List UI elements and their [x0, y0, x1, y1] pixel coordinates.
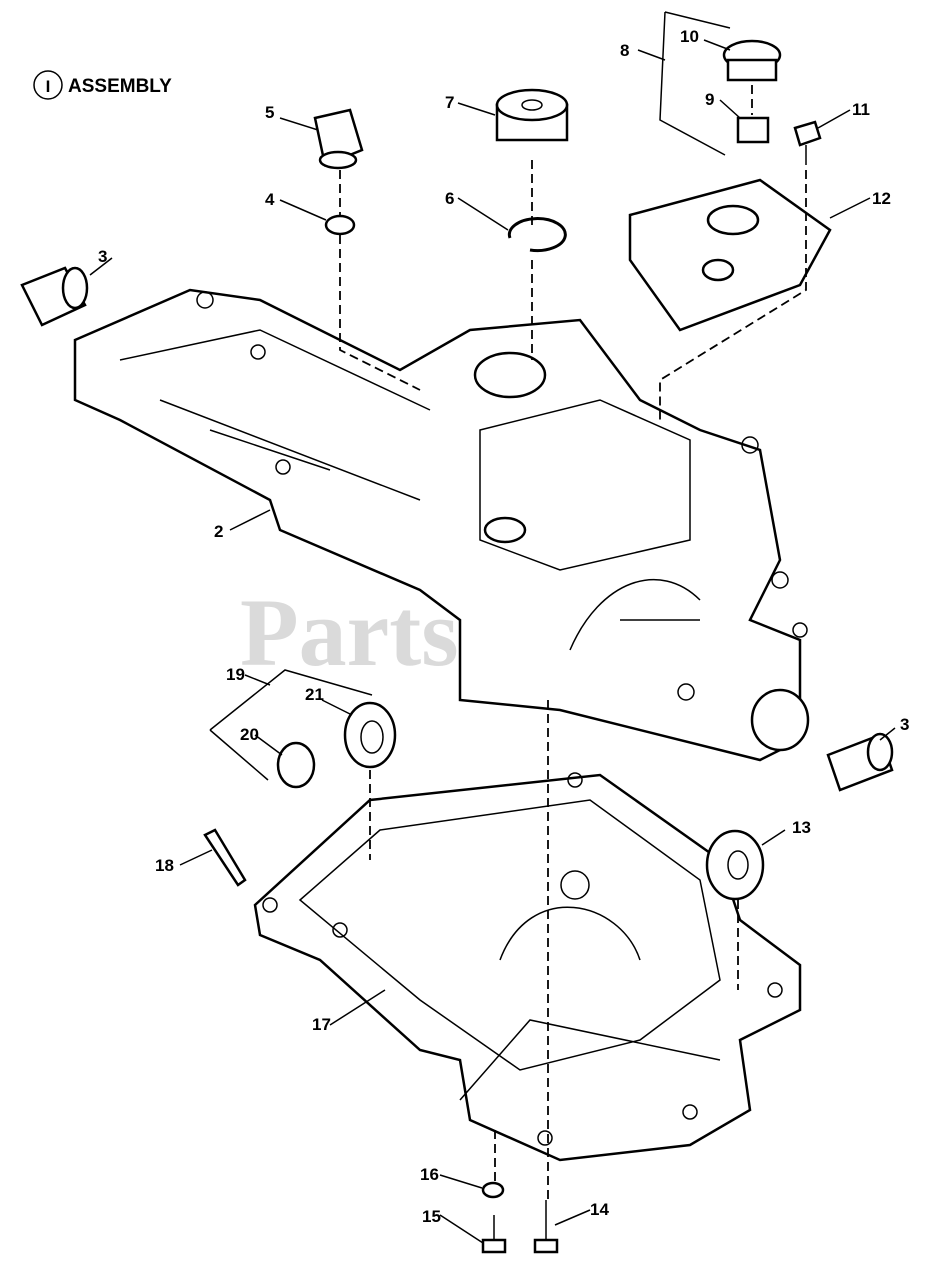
bushing-left: [20, 266, 89, 327]
seal-7: [495, 88, 569, 142]
callout-9: 9: [705, 90, 714, 109]
callout-13: 13: [792, 818, 811, 837]
callout-4: 4: [265, 190, 275, 209]
seal-13: [705, 829, 765, 901]
assembly-header: I ASSEMBLY: [33, 70, 172, 100]
callout-3-right: 3: [900, 715, 909, 734]
lower-housing: [253, 772, 802, 1162]
callout-7: 7: [445, 93, 454, 112]
callout-16: 16: [420, 1165, 439, 1184]
upper-housing: [73, 288, 810, 762]
assembly-title: ASSEMBLY: [68, 76, 172, 97]
callout-3-left: 3: [98, 247, 107, 266]
dipstick-18: [203, 828, 247, 887]
plug-20: [276, 741, 316, 789]
screw-15: [481, 1215, 507, 1254]
callout-15: 15: [422, 1207, 441, 1226]
vent-cap: [722, 39, 782, 82]
callout-19: 19: [226, 665, 245, 684]
callout-18: 18: [155, 856, 174, 875]
washer-16: [481, 1181, 505, 1199]
callout-20: 20: [240, 725, 259, 744]
callout-6: 6: [445, 189, 454, 208]
vent-plug: [736, 116, 770, 144]
bushing-right: [826, 732, 894, 792]
callout-21: 21: [305, 685, 324, 704]
callout-12: 12: [872, 189, 891, 208]
fill-plug: [313, 108, 364, 170]
assembly-circle-label: I: [46, 77, 51, 96]
callout-5: 5: [265, 103, 274, 122]
cover-plate: [628, 178, 832, 332]
seal-21: [343, 701, 397, 769]
o-ring: [324, 214, 356, 236]
callout-11: 11: [852, 100, 870, 119]
callout-labels: 2 3 3 4 5 6 7 8 9 10 11 12 13 14 15 16 1…: [98, 27, 909, 1226]
screw-14: [533, 1200, 559, 1254]
retaining-ring: [507, 217, 567, 253]
callout-10: 10: [680, 27, 699, 46]
assembly-circle: [33, 70, 63, 100]
bolt-11: [793, 120, 822, 165]
callout-17: 17: [312, 1015, 331, 1034]
callout-14: 14: [590, 1200, 609, 1219]
callout-8: 8: [620, 41, 629, 60]
callout-2: 2: [214, 522, 223, 541]
